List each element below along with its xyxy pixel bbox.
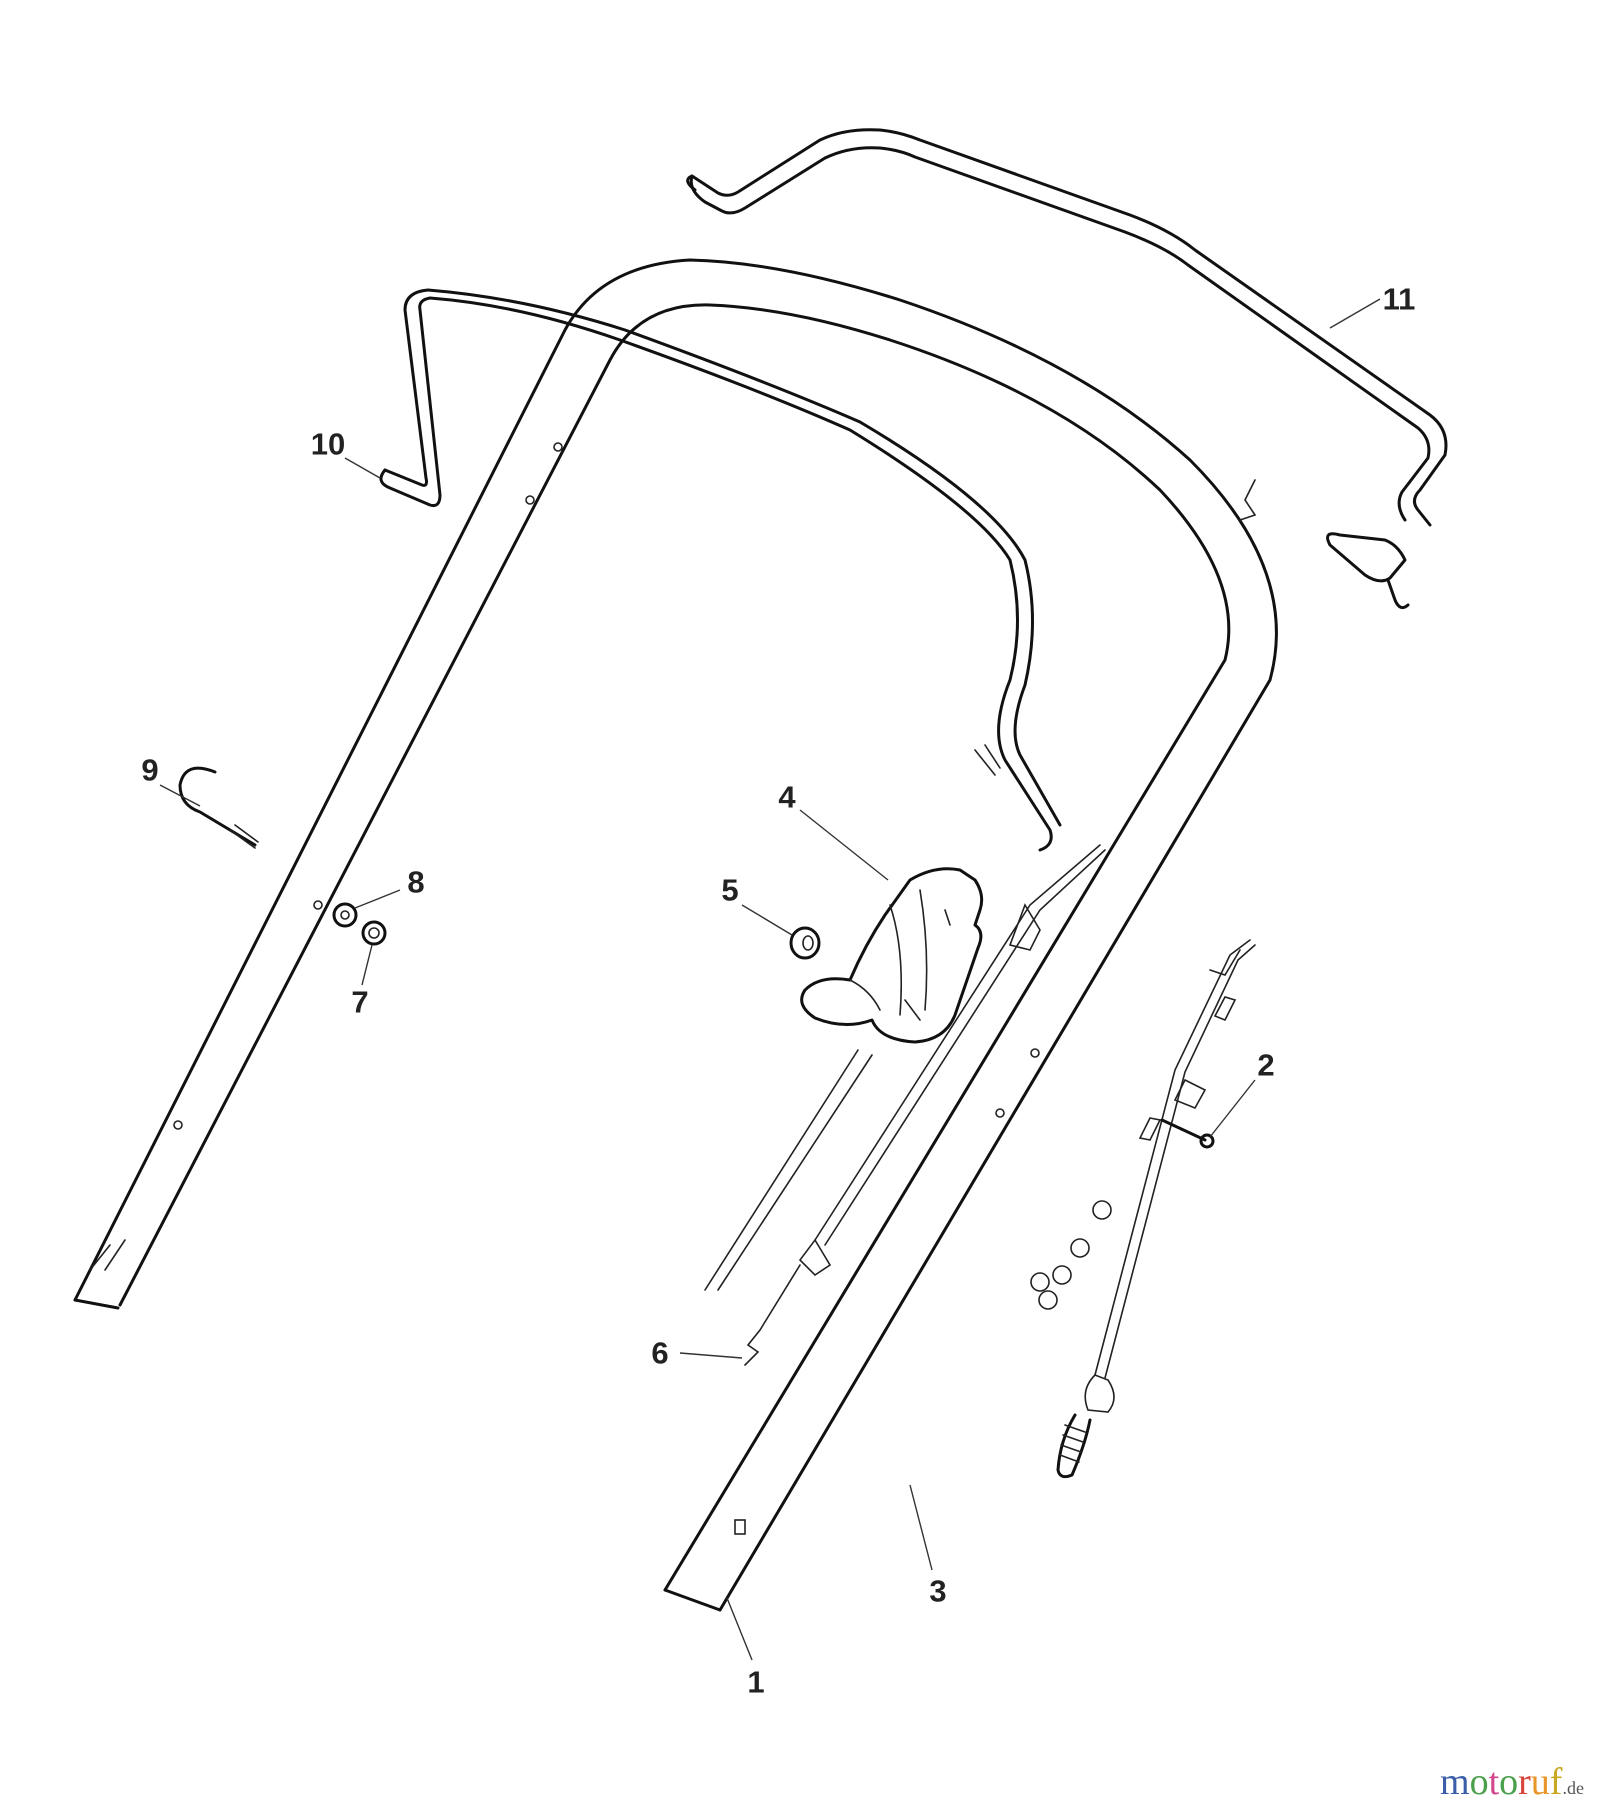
callout-9: 9 — [141, 752, 159, 788]
callout-1: 1 — [747, 1664, 765, 1700]
watermark-letter: t — [1488, 1761, 1500, 1803]
washer-part-8 — [332, 902, 358, 928]
callout-5: 5 — [721, 872, 739, 908]
control-lever-part-4 — [800, 867, 984, 1044]
watermark-letter: o — [1499, 1761, 1519, 1803]
washers — [1030, 1200, 1112, 1310]
callout-3: 3 — [929, 1573, 947, 1609]
callout-11: 11 — [1382, 281, 1416, 317]
control-cables — [704, 479, 1257, 1413]
bail-bar-part-10 — [379, 288, 1062, 852]
screw-part-2 — [1160, 1118, 1215, 1149]
watermark-letter: u — [1530, 1761, 1550, 1803]
callout-2: 2 — [1257, 1047, 1275, 1083]
watermark-letter: o — [1469, 1761, 1489, 1803]
watermark-letter: f — [1549, 1761, 1563, 1803]
spring-part-3 — [1056, 1413, 1092, 1479]
callout-4: 4 — [778, 779, 796, 815]
leader-lines — [159, 298, 1381, 1661]
callout-8: 8 — [407, 864, 425, 900]
hook-bolt-part-9 — [178, 766, 259, 849]
callout-6: 6 — [651, 1335, 669, 1371]
watermark-letter: m — [1440, 1761, 1470, 1803]
nut-part-7 — [361, 920, 387, 946]
bail-bar-part-11 — [686, 128, 1448, 610]
watermark-tld: .de — [1562, 1778, 1584, 1798]
watermark-logo: motoruf.de — [1440, 1760, 1584, 1804]
callout-7: 7 — [351, 984, 369, 1020]
handle-tube-part-1 — [73, 258, 1278, 1612]
callout-10: 10 — [310, 426, 346, 462]
nut-part-5 — [789, 926, 821, 960]
watermark-letter: r — [1518, 1761, 1531, 1803]
